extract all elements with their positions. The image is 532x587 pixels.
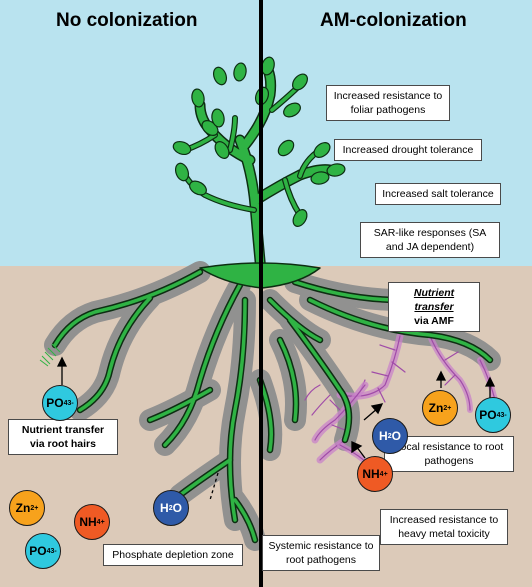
- label-heavy-metal-resistance: Increased resistance to heavy metal toxi…: [380, 509, 508, 545]
- benefit-drought-tolerance: Increased drought tolerance: [334, 139, 482, 161]
- label-systemic-resistance: Systemic resistance to root pathogens: [262, 535, 380, 571]
- title-am-colonization: AM-colonization: [320, 10, 467, 31]
- benefit-salt-tolerance: Increased salt tolerance: [375, 183, 501, 205]
- label-nutrient-transfer-amf: Nutrient transfer via AMF: [388, 282, 480, 332]
- root-hairs: [39, 343, 61, 367]
- leaves: [172, 56, 346, 227]
- nutrient-transfer-amf-line2: via AMF: [414, 315, 454, 327]
- nutrient-transfer-amf-line1: Nutrient transfer: [413, 287, 455, 313]
- sky-background: [0, 0, 532, 266]
- label-phosphate-depletion-zone: Phosphate depletion zone: [103, 544, 243, 566]
- label-nutrient-transfer-root-hairs: Nutrient transfer via root hairs: [8, 419, 118, 455]
- title-no-colonization: No colonization: [56, 10, 198, 31]
- benefit-foliar-pathogens: Increased resistance to foliar pathogens: [326, 85, 450, 121]
- label-local-resistance: Local resistance to root pathogens: [384, 436, 514, 472]
- benefit-sar-responses: SAR-like responses (SA and JA dependent): [360, 222, 500, 258]
- arrows: [56, 356, 496, 501]
